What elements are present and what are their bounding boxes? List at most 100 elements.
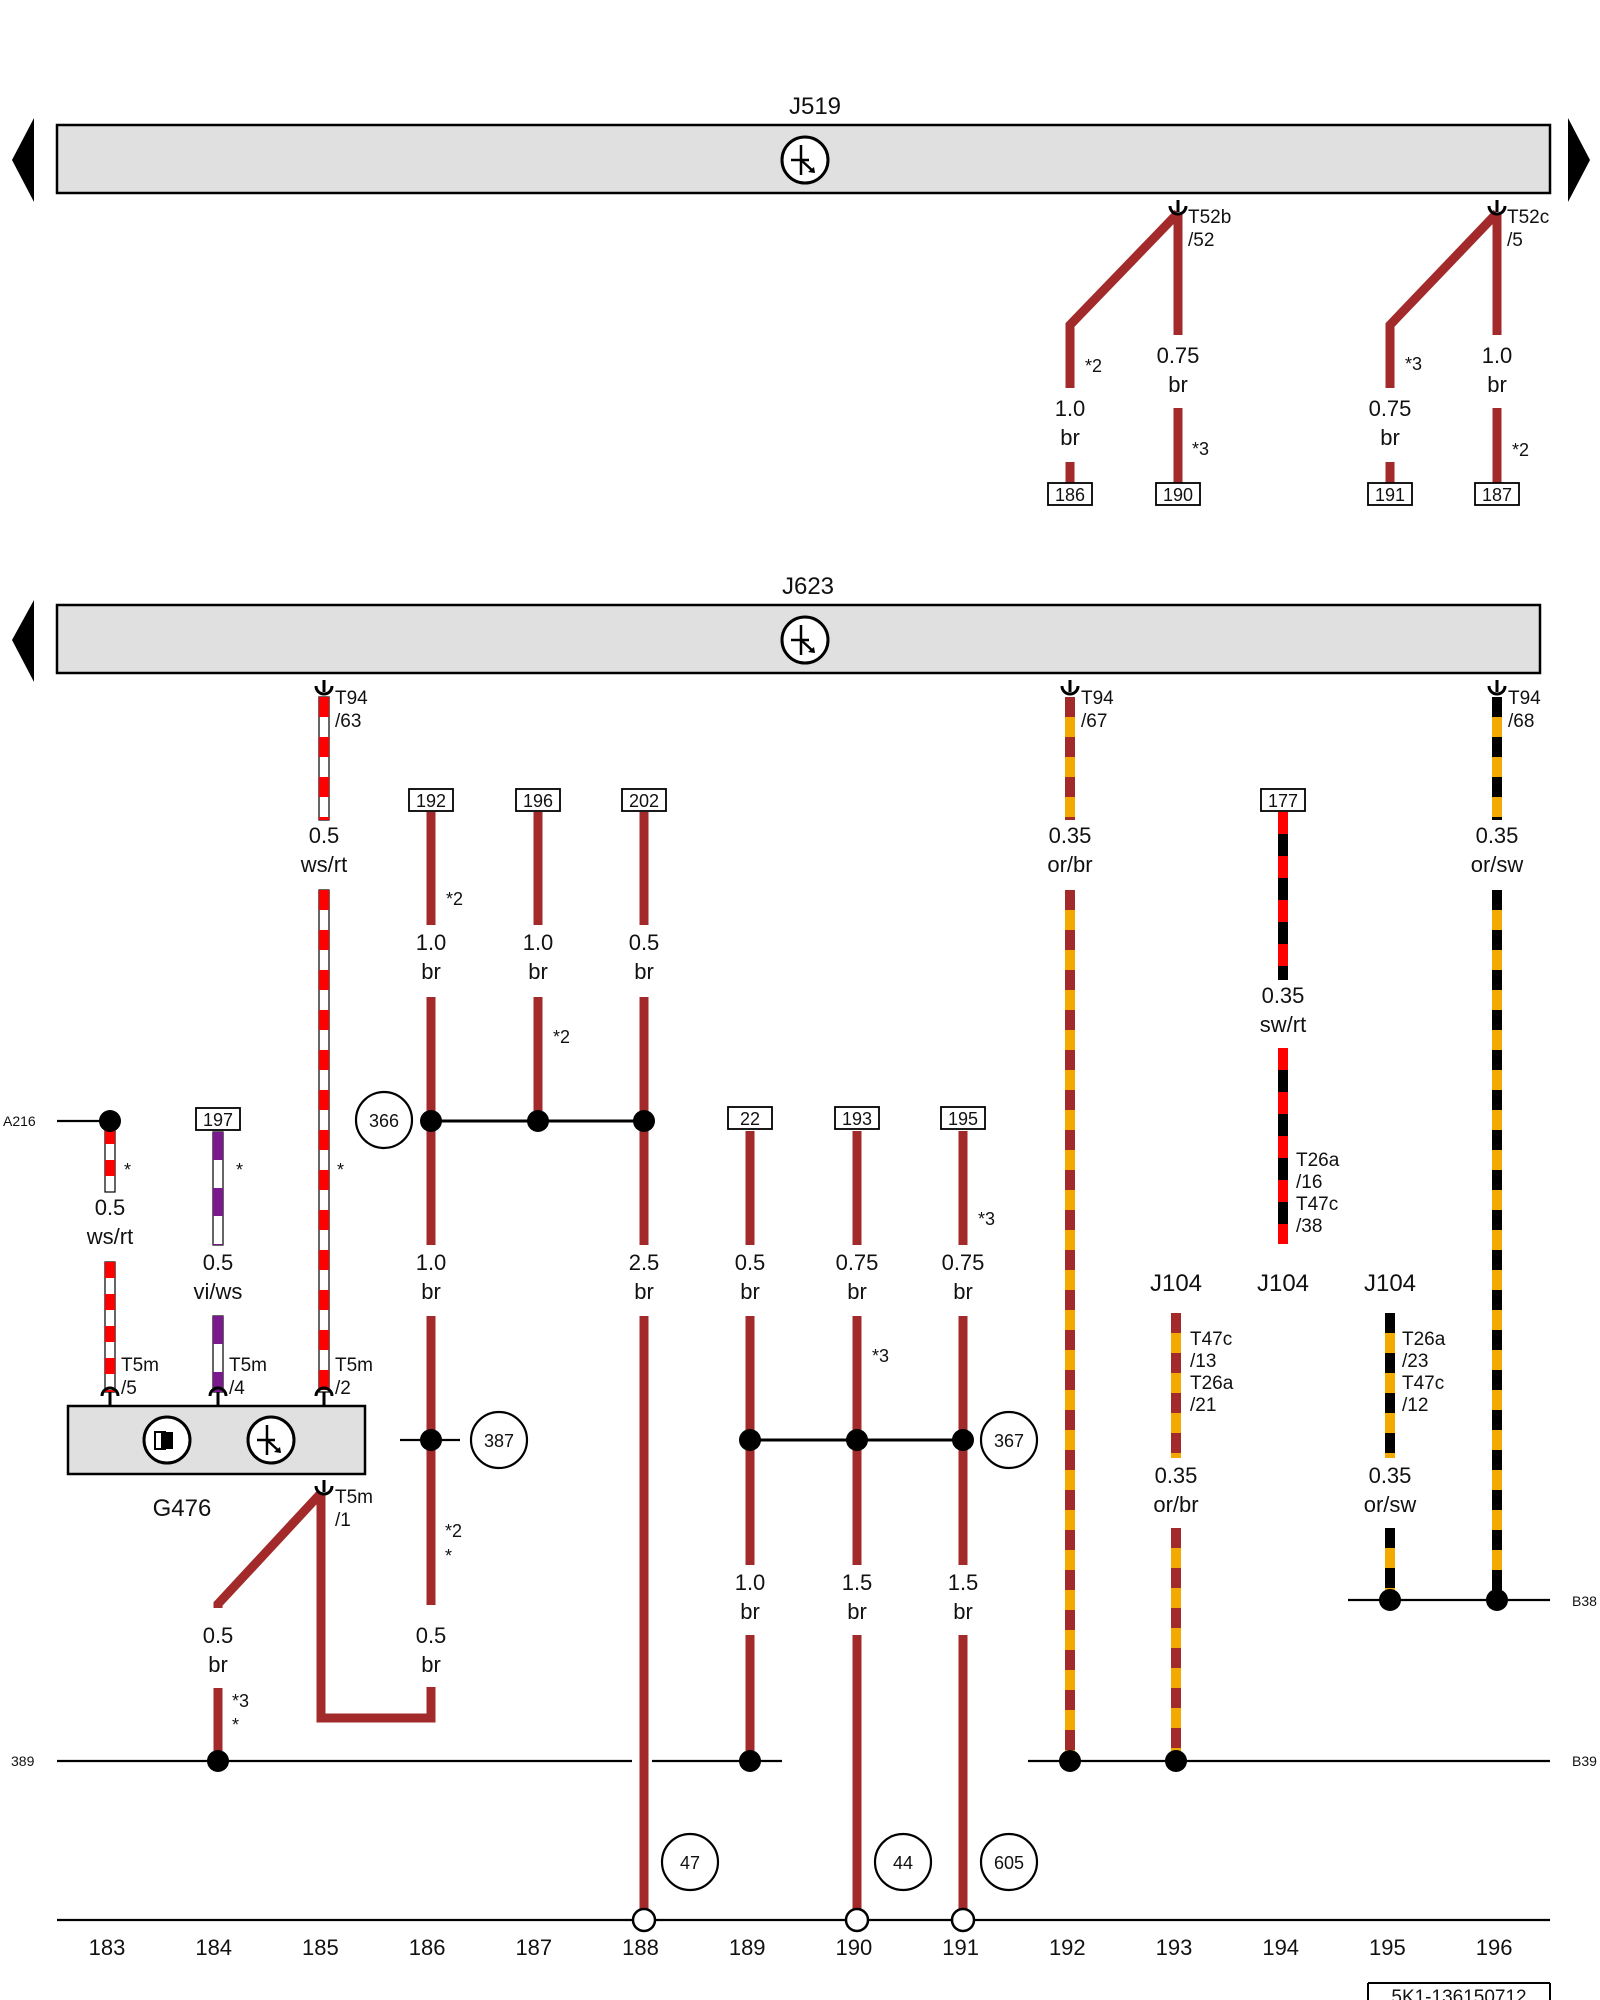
wire-size: 0.75 [1369,396,1412,421]
sensor-icon [142,1415,192,1465]
wire-size: 1.0 [1482,343,1513,368]
ref-circle-label: 44 [893,1853,913,1873]
wire-size: 0.5 [735,1250,766,1275]
footnote-mark: *2 [1085,356,1102,376]
ref-box-label: 197 [203,1110,233,1130]
ref-box-label: 192 [416,791,446,811]
ref-box [515,788,561,812]
wire-size: 0.35 [1049,823,1092,848]
connector-symbol [1487,198,1507,216]
footnote-mark: * [445,1546,452,1566]
wire-color: ws/rt [300,852,347,877]
footnote-mark: *3 [978,1209,995,1229]
wire-color: br [1487,372,1507,397]
wire-color: br [421,1652,441,1677]
ref-box-label: 193 [842,1109,872,1129]
j104-pin: T47c [1402,1373,1444,1394]
ref-box-label: 196 [523,791,553,811]
ref-box-label: 195 [948,1109,978,1129]
j104-pin: T47c [1190,1329,1232,1350]
wire-color: vi/ws [194,1279,243,1304]
column-number: 196 [1476,1935,1513,1960]
connector-t5m: T5m [335,1487,373,1508]
bus-label-a216: A216 [3,1113,36,1129]
g476-title: G476 [153,1495,212,1522]
ref-circle-label: 367 [994,1431,1024,1451]
wire-size: 0.5 [416,1623,447,1648]
column-number: 188 [622,1935,659,1960]
connector-symbol [1168,198,1188,216]
wire-color: or/sw [1364,1492,1417,1517]
connector-t94-pin: /68 [1508,711,1534,732]
connector-t94-pin: /67 [1081,711,1107,732]
connector-t5m: T5m [229,1355,267,1376]
ref-circle [469,1410,529,1470]
ref-box [727,1106,773,1130]
column-number: 193 [1156,1935,1193,1960]
wire-group-top [1065,209,1502,483]
footnote-mark: *3 [872,1346,889,1366]
footnote-mark: *3 [232,1691,249,1711]
striped-wires [104,696,1502,1760]
wire-color: br [847,1279,867,1304]
wire-color: br [847,1599,867,1624]
ref-circle-label: 605 [994,1853,1024,1873]
wire-color: br [1168,372,1188,397]
wire-color: br [1380,425,1400,450]
wire-color: or/br [1153,1492,1198,1517]
footnote-mark: *2 [445,1521,462,1541]
connector-symbol [314,678,334,696]
wire-color: ws/rt [86,1224,133,1249]
j104-pin: T26a [1190,1373,1234,1394]
j104-title: J104 [1257,1270,1309,1297]
right-arrow-top [1568,118,1590,202]
wire-size: 1.0 [735,1570,766,1595]
ref-box-label: 191 [1375,485,1405,505]
ref-box-label: 190 [1163,485,1193,505]
ref-box [1047,482,1093,506]
wire-size: 0.5 [309,823,340,848]
wire-size: 1.0 [1055,396,1086,421]
wire-size: 0.5 [629,930,660,955]
wire-size: 0.35 [1155,1463,1198,1488]
connector-symbol [100,1386,334,1405]
wire-size: 0.5 [95,1195,126,1220]
wire-color: br [634,959,654,984]
wire-group-main [213,812,968,1909]
wire-186-top [1065,209,1182,388]
wire-size: 0.75 [1157,343,1200,368]
connector-t94: T94 [1508,688,1541,709]
wire-color: br [421,959,441,984]
document-id: 5K1-136150712 [1391,1987,1526,2000]
connector-t52b-pin: /52 [1188,230,1214,251]
footnote-mark: *3 [1192,439,1209,459]
ref-circle-label: 387 [484,1431,514,1451]
control-unit-icon [780,615,830,665]
left-arrow-mid [12,600,34,682]
footnote-mark: * [337,1160,344,1180]
ref-circle [979,1410,1039,1470]
wire-184 [213,1489,325,1608]
connector-t94: T94 [335,688,368,709]
j519-title: J519 [789,93,841,120]
footnote-mark: * [124,1160,131,1180]
footnote-mark: *3 [1405,354,1422,374]
ref-circle [354,1090,414,1150]
junction-dots [99,1110,1508,1772]
column-number: 185 [302,1935,339,1960]
left-arrow-top [12,118,34,202]
wire-color: br [421,1279,441,1304]
wire-color: br [634,1279,654,1304]
connector-t5m: T5m [335,1355,373,1376]
ref-box [1155,482,1201,506]
j104-pin: /12 [1402,1395,1428,1416]
connector-t52b: T52b [1188,207,1231,228]
wire-size: 0.35 [1262,983,1305,1008]
j104-pin: T26a [1296,1150,1340,1171]
wire-color: or/br [1047,852,1092,877]
connector-symbol [1060,678,1080,696]
connector-t52c: T52c [1507,207,1549,228]
footnote-mark: * [232,1715,239,1735]
